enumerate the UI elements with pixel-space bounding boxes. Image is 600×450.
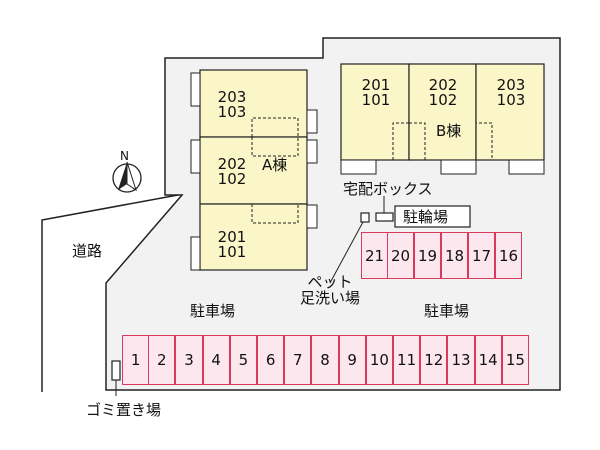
bicycle-parking-area (394, 205, 471, 228)
pet-wash-label-line1: ペット (307, 273, 353, 291)
bicycle-parking-label: 駐輪場 (403, 208, 449, 226)
building-a (190, 69, 318, 271)
unit-label-a3: 203 103 (212, 90, 252, 120)
garbage-label: ゴミ置き場 (86, 401, 162, 419)
entrance-a-3 (306, 109, 318, 134)
parking-space: 13 (447, 335, 475, 385)
parking-space: 17 (468, 232, 495, 279)
building-a-name: A棟 (262, 156, 288, 174)
unit-upper: 201 (217, 228, 247, 246)
unit-label-a1: 201 101 (212, 230, 252, 260)
parking-space: 2 (148, 335, 176, 385)
stair-b-1 (392, 122, 409, 160)
pet-wash-label-line2: 足洗い場 (299, 289, 360, 307)
pet-wash-station (360, 212, 370, 223)
road-edge (41, 194, 179, 392)
parking-space: 21 (361, 232, 388, 279)
unit-upper: 202 (217, 155, 247, 173)
parking-space: 5 (229, 335, 257, 385)
stair-a-3 (251, 117, 299, 137)
parking-label-right: 駐車場 (424, 302, 470, 320)
parking-space: 14 (474, 335, 502, 385)
stair-a-2 (251, 137, 299, 157)
unit-upper: 203 (217, 88, 247, 106)
unit-upper: 202 (428, 76, 458, 94)
unit-lower: 102 (428, 91, 458, 109)
stair-b-3 (475, 122, 493, 160)
north-arrow-icon (112, 161, 142, 193)
unit-label-b2: 202 102 (423, 78, 463, 108)
north-label: N (120, 149, 129, 163)
unit-label-b3: 203 103 (491, 78, 531, 108)
unit-label-a2: 202 102 (212, 157, 252, 187)
building-a-unit-3 (199, 69, 308, 138)
unit-label-b1: 201 101 (356, 78, 396, 108)
balcony-b-1 (340, 159, 377, 175)
building-b-unit-3 (475, 63, 545, 161)
unit-lower: 103 (217, 103, 247, 121)
building-b (340, 63, 545, 175)
entrance-a-1 (306, 204, 318, 229)
parking-space: 12 (420, 335, 448, 385)
parking-space: 20 (387, 232, 414, 279)
stair-a-1 (251, 204, 299, 224)
building-a-unit-1 (199, 203, 308, 271)
unit-lower: 103 (496, 91, 526, 109)
parking-space: 7 (284, 335, 312, 385)
parking-space: 6 (257, 335, 285, 385)
unit-lower: 101 (217, 243, 247, 261)
unit-lower: 101 (361, 91, 391, 109)
garbage-station (111, 360, 121, 381)
parcel-box (375, 212, 394, 222)
parking-space: 9 (338, 335, 366, 385)
parking-space: 8 (311, 335, 339, 385)
balcony-a-1 (190, 236, 201, 271)
parking-space: 19 (414, 232, 441, 279)
parking-space: 3 (175, 335, 203, 385)
parking-space: 18 (441, 232, 468, 279)
parking-space: 1 (122, 335, 150, 385)
parking-space: 11 (393, 335, 421, 385)
pet-wash-leader (329, 221, 364, 284)
pet-wash-label: ペット 足洗い場 (290, 274, 370, 306)
parking-space: 10 (365, 335, 393, 385)
building-b-name: B棟 (436, 122, 462, 140)
parking-space: 4 (202, 335, 230, 385)
road-label: 道路 (72, 242, 103, 260)
balcony-b-3 (508, 159, 545, 175)
parking-space: 15 (501, 335, 529, 385)
balcony-b-2 (440, 159, 477, 175)
unit-upper: 203 (496, 76, 526, 94)
stair-b-2 (409, 122, 426, 160)
entrance-a-2 (306, 139, 318, 164)
unit-lower: 102 (217, 170, 247, 188)
parking-label-left: 駐車場 (190, 302, 236, 320)
balcony-a-3 (190, 72, 201, 107)
parcel-box-label: 宅配ボックス (343, 180, 433, 198)
unit-upper: 201 (361, 76, 391, 94)
balcony-a-2 (190, 139, 201, 174)
building-b-unit-2 (408, 63, 477, 161)
parking-space: 16 (495, 232, 522, 279)
building-b-unit-1 (340, 63, 410, 161)
